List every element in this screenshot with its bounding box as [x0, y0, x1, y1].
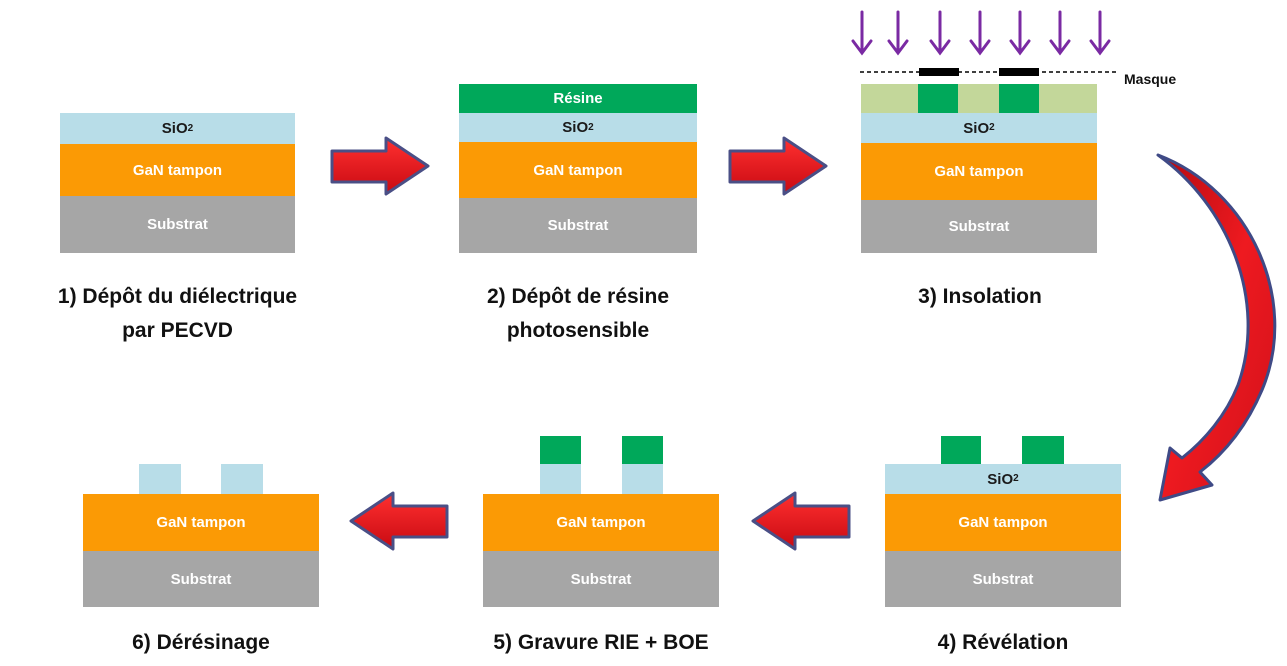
- uv-arrow-icon: [1089, 10, 1111, 56]
- sio2-label: SiO: [963, 119, 990, 137]
- process-arrow-icon: [330, 136, 430, 196]
- uv-arrow-icon: [929, 10, 951, 56]
- resin-label: Résine: [553, 90, 603, 107]
- step-6-caption: 6) Dérésinage: [132, 631, 270, 654]
- mask-label: Masque: [1124, 71, 1177, 87]
- gan-label: GaN tampon: [156, 514, 246, 531]
- gan-layer: GaN tampon: [459, 142, 697, 198]
- substrate-layer: Substrat: [83, 551, 319, 607]
- gan-layer: GaN tampon: [60, 144, 295, 196]
- sio2-label: SiO: [987, 470, 1014, 488]
- gan-label: GaN tampon: [132, 161, 223, 179]
- sio2-pattern-block: [540, 464, 581, 494]
- step-2-caption: 2) Dépôt de résine photosensible: [486, 285, 670, 342]
- substrate-label: Substrat: [170, 570, 232, 588]
- photomask: [860, 68, 1118, 76]
- substrate-label: Substrat: [570, 570, 632, 588]
- sio2-label: SiO: [161, 120, 188, 137]
- step-3-caption: 3) Insolation: [918, 285, 1042, 308]
- uv-arrow-icon: [851, 10, 873, 56]
- substrate-layer: Substrat: [60, 196, 295, 253]
- step-1-caption: 1) Dépôt du diélectrique par PECVD: [57, 285, 298, 342]
- gan-label: GaN tampon: [533, 161, 623, 179]
- gan-label: GaN tampon: [556, 514, 646, 531]
- substrate-label: Substrat: [547, 217, 609, 234]
- uv-arrow-icon: [1049, 10, 1071, 56]
- uv-arrow-icon: [887, 10, 909, 56]
- gan-layer: GaN tampon: [885, 494, 1121, 551]
- substrate-layer: Substrat: [483, 551, 719, 607]
- process-arrow-icon: [349, 491, 449, 551]
- resin-pattern-block: [540, 436, 581, 464]
- substrate-label: Substrat: [972, 570, 1034, 588]
- process-arrow-icon: [751, 491, 851, 551]
- substrate-label: Substrat: [147, 216, 208, 233]
- resin-pattern-block: [622, 436, 663, 464]
- resin-pattern-block: [941, 436, 981, 464]
- step-5-caption: 5) Gravure RIE + BOE: [493, 631, 709, 654]
- substrate-layer: Substrat: [861, 200, 1097, 253]
- gan-layer: GaN tampon: [861, 143, 1097, 200]
- curved-arrow-icon: [1156, 153, 1277, 502]
- gan-layer: GaN tampon: [483, 494, 719, 551]
- step-4-caption: 4) Révélation: [937, 631, 1069, 654]
- process-arrow-icon: [728, 136, 828, 196]
- gan-layer: GaN tampon: [83, 494, 319, 551]
- gan-label: GaN tampon: [934, 163, 1024, 180]
- sio2-pattern-block: [622, 464, 663, 494]
- resin-layer: Résine: [459, 84, 697, 113]
- substrate-layer: Substrat: [885, 551, 1121, 607]
- mask-opaque-segment: [919, 68, 959, 76]
- unexposed-resin-block: [999, 84, 1039, 113]
- uv-arrow-icon: [1009, 10, 1031, 56]
- sio2-pattern-block: [221, 464, 263, 494]
- uv-arrows: [851, 10, 1111, 56]
- step-5-stack: GaN tampon Substrat: [483, 436, 719, 607]
- substrate-label: Substrat: [948, 218, 1010, 235]
- uv-arrow-icon: [969, 10, 991, 56]
- exposed-resin-layer: [861, 84, 1097, 113]
- mask-opaque-segment: [999, 68, 1039, 76]
- sio2-label: SiO: [562, 119, 589, 136]
- resin-pattern-block: [1022, 436, 1064, 464]
- sio2-pattern-block: [139, 464, 181, 494]
- substrate-layer: Substrat: [459, 198, 697, 253]
- gan-label: GaN tampon: [958, 514, 1048, 531]
- unexposed-resin-block: [918, 84, 958, 113]
- step-6-stack: GaN tampon Substrat: [83, 464, 319, 607]
